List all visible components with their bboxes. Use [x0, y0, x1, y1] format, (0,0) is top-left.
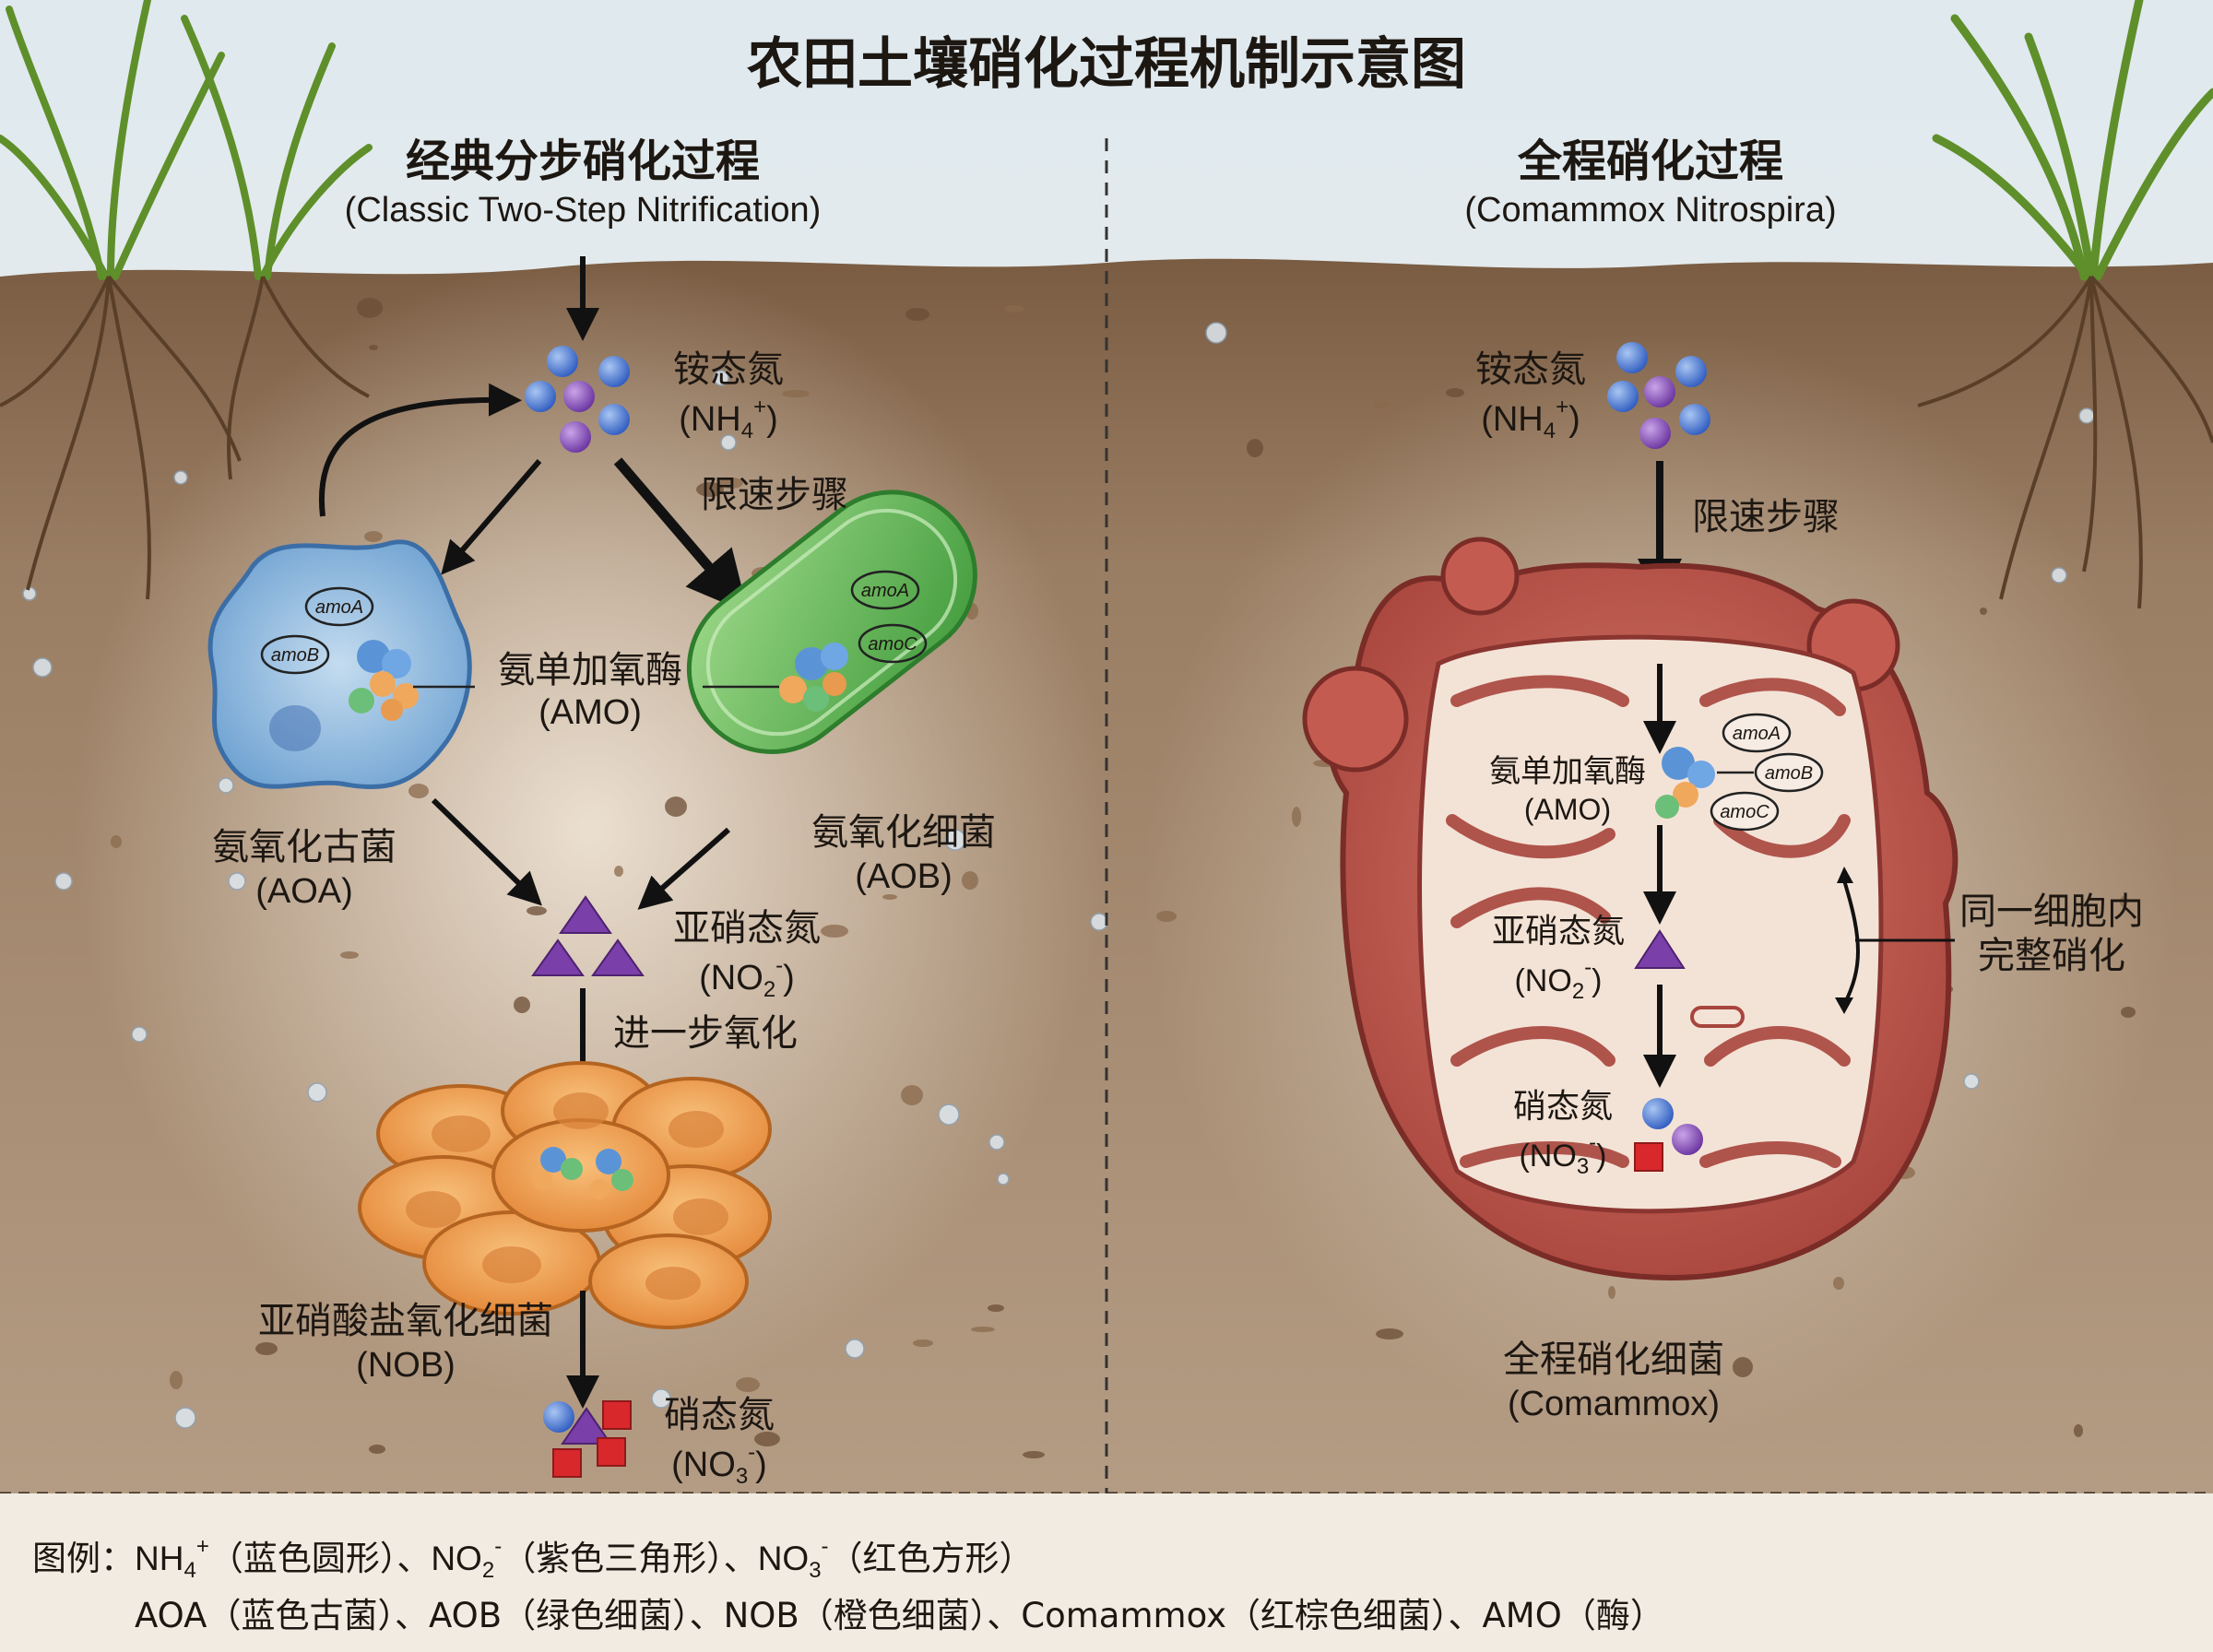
left-nitrite-label: 亚硝态氮 [673, 907, 821, 950]
nob-cell-cluster [358, 1061, 772, 1329]
left-nitrate-formula: (NO3-) [671, 1440, 767, 1489]
right-nitrate-formula: (NO3-) [1519, 1130, 1607, 1179]
ammonium-cluster-right [1607, 342, 1710, 449]
aoa-cell: amoA amoB [207, 539, 472, 790]
aob-gene-amoc: amoC [868, 634, 917, 655]
root-right-icon [1917, 275, 2213, 609]
legend-panel: 图例：NH4+（蓝色圆形）、NO2-（紫色三角形）、NO3-（红色方形） AOA… [0, 1493, 2213, 1652]
aob-gene-amoa: amoA [861, 581, 909, 601]
arrow-aob-to-nitrite [637, 827, 730, 910]
aob-label: 氨氧化细菌 [811, 811, 996, 854]
same-cell-label-line1: 同一细胞内 [1959, 891, 2144, 933]
grass-left-icon [0, 0, 373, 280]
right-nitrite-formula: (NO2-) [1514, 955, 1603, 1004]
right-rate-limiting-label: 限速步骤 [1692, 496, 1840, 538]
arrow-aoa-to-nitrite [431, 797, 542, 906]
right-nitrate-label: 硝态氮 [1512, 1088, 1613, 1126]
grass-right-icon [1932, 0, 2213, 281]
nitrate-symbols-left [543, 1400, 632, 1478]
page-title: 农田土壤硝化过程机制示意图 [747, 32, 1466, 97]
nitrate-symbols-right [1634, 1098, 1703, 1172]
comammox-gene-amob: amoB [1765, 763, 1813, 784]
arrow-rate-limiting-left [613, 457, 749, 614]
ammonium-cluster-left [525, 346, 630, 453]
left-amo-en: (AMO) [538, 693, 642, 732]
right-amo-label: 氨单加氧酶 [1489, 753, 1646, 790]
nob-label: 亚硝酸盐氧化细菌 [258, 1300, 553, 1342]
comammox-en: (Comammox) [1507, 1385, 1721, 1423]
left-nitrate-label: 硝态氮 [664, 1394, 775, 1436]
left-ammonium-label: 铵态氮 [673, 348, 784, 391]
left-heading-cn: 经典分步硝化过程 [405, 136, 760, 187]
arrow-ammonium-to-aoa [441, 459, 542, 575]
aoa-gene-amob: amoB [271, 645, 319, 666]
same-cell-bracket [1842, 879, 1860, 1006]
left-heading-en: (Classic Two-Step Nitrification) [344, 191, 822, 230]
right-ammonium-label: 铵态氮 [1475, 348, 1586, 391]
left-ammonium-formula: (NH4+) [679, 395, 778, 443]
right-nitrite-label: 亚硝态氮 [1491, 913, 1625, 950]
amo-enzyme-icon [1655, 747, 1715, 819]
comammox-label: 全程硝化细菌 [1503, 1339, 1724, 1381]
comammox-gene-amoc: amoC [1720, 802, 1769, 822]
aob-en: (AOB) [855, 857, 953, 896]
aoa-en: (AOA) [255, 872, 353, 911]
amo-enzyme-icon [349, 640, 419, 721]
aoa-gene-amoa: amoA [315, 597, 363, 618]
same-cell-label-line2: 完整硝化 [1978, 935, 2125, 977]
right-heading-cn: 全程硝化过程 [1517, 136, 1783, 187]
left-nitrite-formula: (NO2-) [699, 953, 795, 1002]
left-amo-label: 氨单加氧酶 [498, 649, 682, 691]
nob-en: (NOB) [356, 1346, 456, 1385]
aoa-label: 氨氧化古菌 [212, 826, 396, 868]
left-rate-limiting-label: 限速步骤 [701, 474, 848, 516]
nitrite-triangle-right [1634, 929, 1686, 969]
arrow-aoa-to-ammonium [318, 383, 522, 517]
root-left-icon [0, 275, 370, 600]
legend-line-1: 图例：NH4+（蓝色圆形）、NO2-（紫色三角形）、NO3-（红色方形） [32, 1534, 1034, 1583]
further-oxidation-label: 进一步氧化 [613, 1012, 798, 1055]
right-heading-en: (Comammox Nitrospira) [1464, 191, 1837, 230]
legend-line-2: AOA（蓝色古菌）、AOB（绿色细菌）、NOB（橙色细菌）、Comammox（红… [135, 1596, 1664, 1635]
comammox-gene-amoa: amoA [1733, 724, 1781, 744]
right-ammonium-formula: (NH4+) [1481, 395, 1580, 443]
amo-enzyme-icon [779, 643, 848, 712]
nitrite-triangles-left [531, 895, 645, 976]
right-amo-en: (AMO) [1523, 793, 1612, 826]
